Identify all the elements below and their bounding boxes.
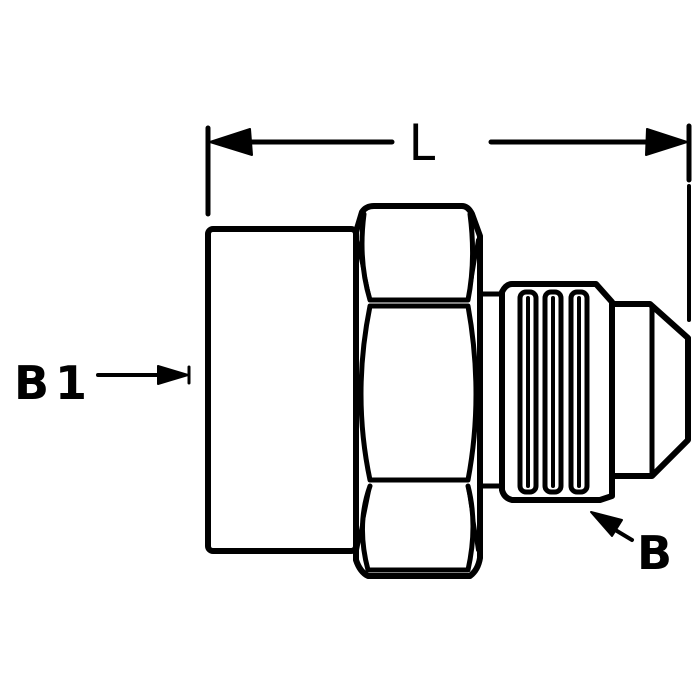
hex-edge [355, 484, 372, 552]
thread-groove [542, 289, 564, 495]
thread-groove [517, 289, 539, 495]
port-label-B1: B1 [14, 356, 94, 410]
hex-edge [466, 484, 480, 552]
male-thread-outline [499, 281, 615, 503]
arrowhead-B1-icon [157, 365, 189, 385]
hex-nut-top-flat [359, 211, 476, 303]
female-body [205, 226, 359, 554]
port-label-B: B [637, 526, 673, 580]
dimension-label-L: L [408, 114, 436, 172]
hex-edge [355, 238, 372, 302]
hex-nut-middle-flat [358, 303, 479, 483]
flare-cone-tip [609, 301, 691, 479]
hex-nut-bottom-flat [360, 483, 476, 573]
thread-grooves [517, 289, 590, 495]
dimension-L [205, 123, 692, 322]
neck [477, 291, 505, 489]
hex-nut-outline [353, 203, 483, 579]
arrowhead-B-icon [590, 511, 623, 537]
arrowhead-right-icon [645, 128, 688, 156]
thread-groove [568, 289, 590, 495]
leader-B [590, 511, 634, 542]
arrowhead-left-icon [209, 128, 253, 156]
hex-edge [466, 238, 480, 302]
leader-B1 [96, 365, 191, 385]
